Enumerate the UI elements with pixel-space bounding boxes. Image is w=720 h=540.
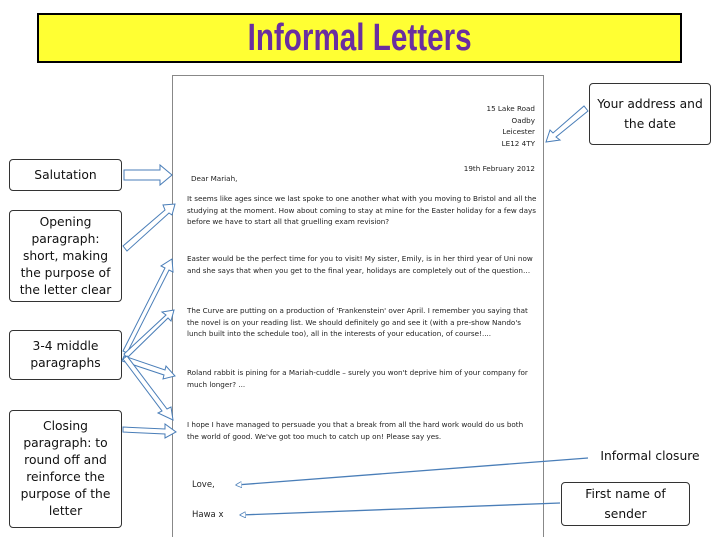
label-opening-text: Opening paragraph: short, making the pur… [19,214,112,297]
letter-signature: Hawa x [192,510,224,520]
letter-closing: Love, [192,480,215,490]
arrow-middle-4 [122,355,174,421]
address-line: 15 Lake Road [486,104,536,113]
arrow-sender-name [240,502,561,515]
label-address-date-text: Your address and the date [597,97,703,131]
page-title: Informal Letters [247,16,472,59]
address-line: Leicester [502,127,535,136]
arrow-salutation [123,163,173,187]
arrow-middle-1 [122,258,174,354]
label-salutation: Salutation [9,159,122,191]
arrow-informal-closure [236,457,589,485]
letter-salutation: Dear Mariah, [191,174,238,183]
title-banner: Informal Letters [37,13,682,63]
label-opening: Opening paragraph: short, making the pur… [9,210,122,302]
label-middle: 3-4 middle paragraphs [9,330,122,380]
label-middle-text: 3-4 middle paragraphs [30,339,101,370]
letter-paragraph: I hope I have managed to persuade you th… [187,420,524,441]
letter-paragraph: Roland rabbit is pining for a Mariah-cud… [187,368,528,389]
arrow-middle-2 [123,309,175,359]
arrow-address [545,105,589,143]
label-closing-paragraph: Closing paragraph: to round off and rein… [9,410,122,528]
label-sender-name-text: First name of sender [585,487,666,521]
label-informal-closure: Informal closure [589,435,711,477]
arrow-closing-paragraph [122,423,177,439]
letter-paragraph: It seems like ages since we last spoke t… [187,194,537,226]
label-informal-closure-text: Informal closure [600,449,700,463]
label-closing-paragraph-text: Closing paragraph: to round off and rein… [20,419,111,518]
arrow-opening [122,203,176,252]
label-salutation-text: Salutation [34,167,97,182]
label-address-date: Your address and the date [589,83,711,145]
address-line: LE12 4TY [501,138,535,148]
letter-paragraph: The Curve are putting on a production of… [187,306,528,338]
letter-page: 15 Lake Road Oadby Leicester LE12 4TY 19… [172,75,544,537]
address-line: Oadby [511,115,535,125]
label-sender-name: First name of sender [561,482,690,526]
letter-date: 19th February 2012 [463,164,535,173]
sender-address: 15 Lake Road Oadby Leicester LE12 4TY [415,103,536,149]
letter-paragraph: Easter would be the perfect time for you… [187,254,533,275]
